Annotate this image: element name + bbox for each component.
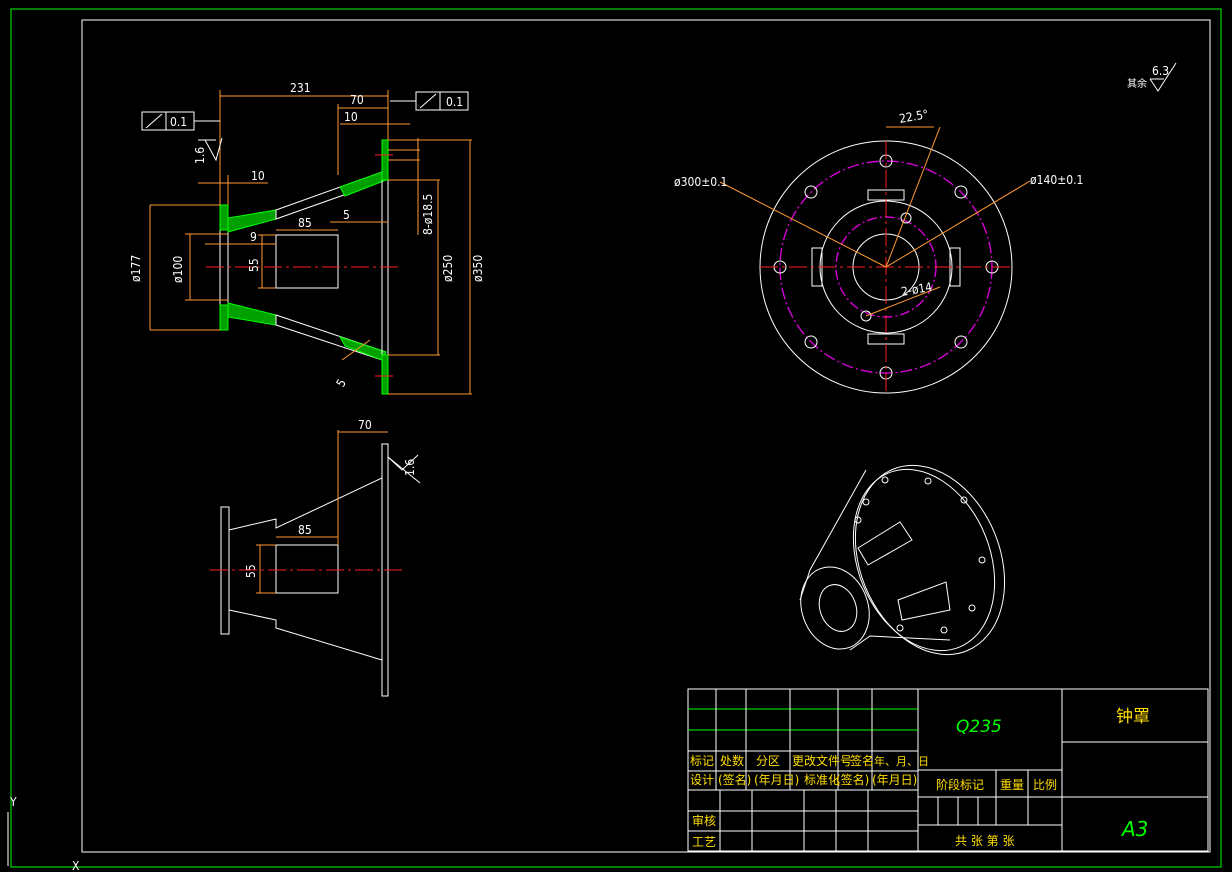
tb-change-doc: 更改文件号	[792, 753, 852, 768]
side-dim-70: 70	[358, 418, 372, 432]
dim-slots: 2-ø14	[900, 280, 933, 299]
tb-count: 处数	[720, 753, 744, 768]
dim-flange-thk-right: 10	[344, 110, 358, 124]
roughness-left-value: 1.6	[193, 147, 207, 164]
tb-sheets: 共 张 第 张	[955, 834, 1014, 848]
dim-d250: ø250	[441, 255, 455, 282]
tb-sheet-size: A3	[1120, 817, 1148, 841]
dim-d350: ø350	[471, 255, 485, 282]
tb-stage: 阶段标记	[936, 777, 984, 792]
angle-dim: 22.5°	[898, 107, 929, 126]
roughness-note-value: 6.3	[1152, 64, 1169, 78]
tb-std-sign: (签名)	[836, 772, 869, 787]
dim-slot-len: 85	[298, 216, 312, 230]
tb-material: Q235	[956, 717, 1002, 737]
front-section-view: 231 70 10 10 ø177 ø100 9 55 85 5 ø250	[129, 81, 485, 395]
inner-border	[81, 19, 1211, 853]
dim-right-len: 70	[350, 93, 364, 107]
tb-craft: 工艺	[692, 835, 716, 849]
dim-d177: ø177	[129, 255, 143, 282]
circular-view: 22.5° ø300±0.1 ø140±0.1 2-ø14	[674, 107, 1083, 394]
dim-d140: ø140±0.1	[1030, 173, 1083, 187]
dim-d100: ø100	[171, 256, 185, 283]
dim-d300: ø300±0.1	[674, 175, 727, 189]
runout-left-value: 0.1	[170, 115, 187, 129]
tb-design-sign: (签名)	[718, 772, 751, 787]
side-dim-85: 85	[298, 523, 312, 537]
dim-wall-5: 5	[343, 208, 350, 222]
tb-sign: 签名	[850, 753, 874, 768]
tb-scale: 比例	[1033, 778, 1057, 792]
side-view: 70 85 55 1.6	[210, 418, 421, 697]
tb-review: 审核	[692, 813, 716, 828]
tb-weight: 重量	[1000, 778, 1024, 792]
tb-zone: 分区	[756, 754, 780, 768]
dim-wall-5b: 5	[333, 377, 349, 390]
isometric-view	[799, 464, 1006, 656]
outer-border	[10, 8, 1222, 868]
dim-overall-length: 231	[290, 81, 311, 95]
tb-date: 年、月、日	[874, 754, 929, 768]
general-roughness-note: 其余 6.3	[1127, 62, 1177, 92]
tb-mark: 标记	[690, 754, 714, 768]
runout-right-value: 0.1	[446, 95, 463, 109]
ucs-icon: Y X	[7, 795, 80, 872]
dim-holes: 8-ø18.5	[421, 194, 435, 235]
tb-design-date: (年月日)	[754, 773, 799, 787]
tb-std-date: (年月日)	[872, 773, 917, 787]
ucs-x: X	[72, 859, 80, 872]
tb-design: 设计	[690, 773, 714, 787]
dim-slot-width: 55	[247, 258, 261, 272]
dim-flange-thk-left: 10	[251, 169, 265, 183]
side-roughness-value: 1.6	[403, 459, 417, 476]
side-dim-55: 55	[244, 564, 258, 578]
ucs-y: Y	[9, 795, 17, 809]
roughness-note-label: 其余	[1127, 77, 1147, 90]
dim-gap-9: 9	[250, 230, 257, 244]
title-block: 标记 处数 分区 更改文件号 签名 年、月、日 设计 (签名) (年月日) 标准…	[687, 688, 1209, 852]
tb-std: 标准化	[804, 773, 840, 787]
tb-part-name: 钟罩	[1116, 707, 1150, 727]
